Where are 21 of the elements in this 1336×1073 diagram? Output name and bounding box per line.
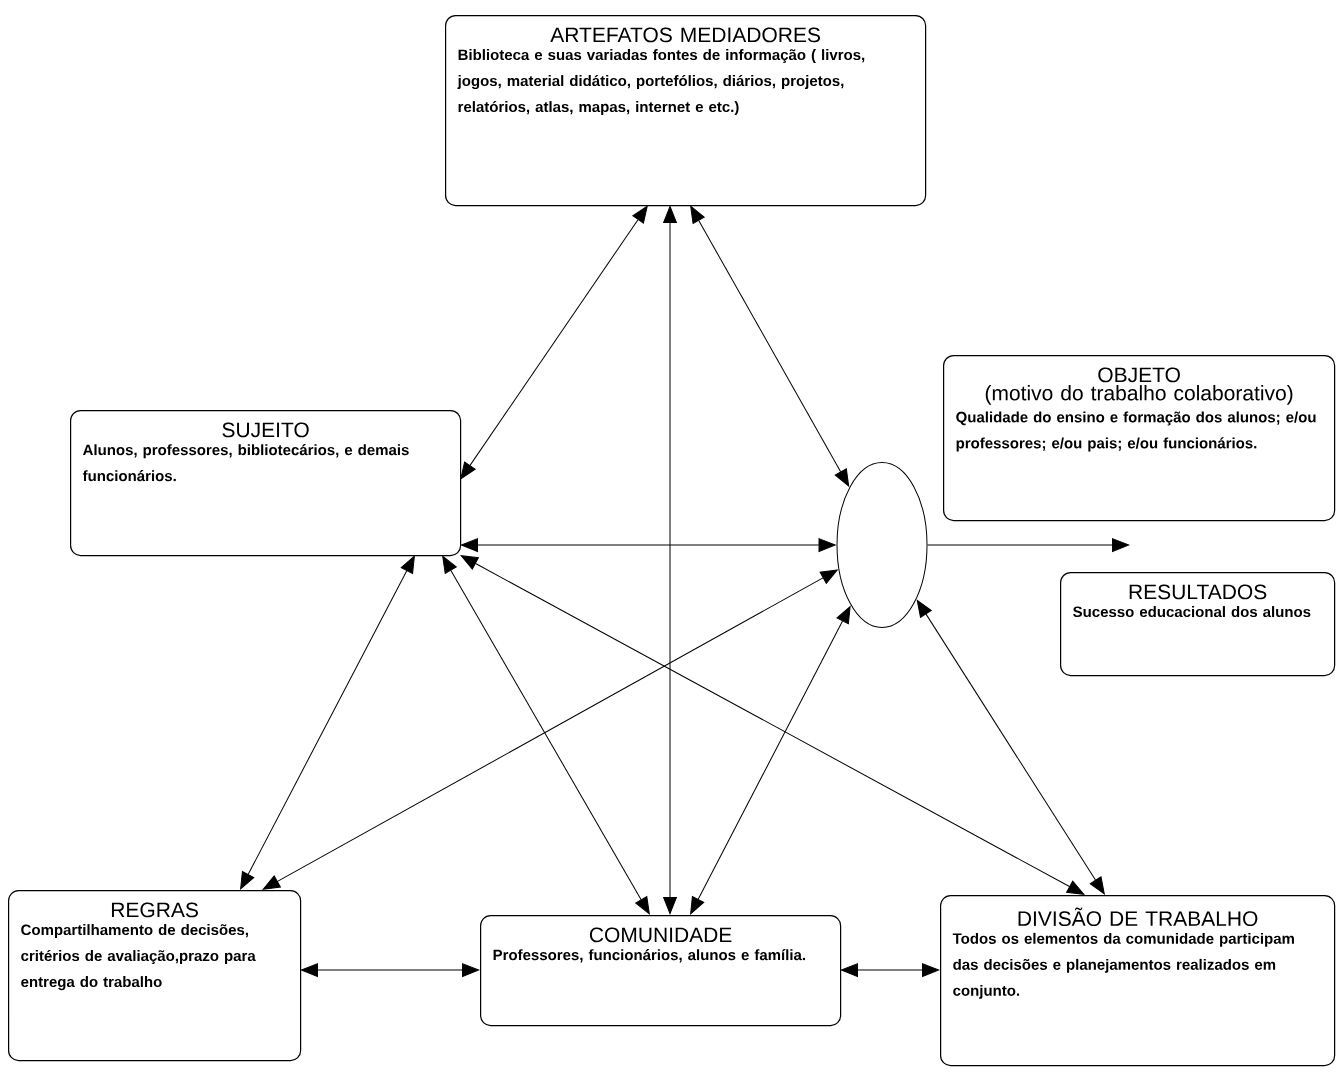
text-box: ARTEFATOS MEDIADORES Biblioteca e suas variadas fontes de informação ( livros, jogos, material didático, portefólios, diários, projetos, relatórios, atlas, mapas, internet e etc.) xyxy=(445,15,927,207)
double-arrow xyxy=(300,963,480,977)
double-arrow xyxy=(262,569,838,890)
double-arrow xyxy=(460,205,648,480)
double-arrow xyxy=(460,538,836,552)
double-arrow xyxy=(690,606,851,915)
double-arrow xyxy=(460,555,1085,895)
double-arrow xyxy=(916,599,1105,895)
text-box: SUJEITO Alunos, professores, bibliotecários, e demais funcionários. xyxy=(70,410,462,557)
ellipse xyxy=(836,462,928,628)
text-box: DIVISÃO DE TRABALHO Todos os elementos da comunidade participam das decisões e planejamentos realizados em conjunto. xyxy=(940,895,1336,1067)
double-arrow xyxy=(442,555,650,915)
text-box: REGRAS Compartilhamento de decisões, critérios de avaliação,prazo para entrega do trabalho xyxy=(8,890,302,1062)
double-arrow xyxy=(663,205,677,915)
double-arrow xyxy=(840,963,940,977)
double-arrow xyxy=(690,205,850,487)
double-arrow xyxy=(240,555,415,890)
text-box: OBJETO (motivo do trabalho colaborativo) Qualidade do ensino e formação dos alunos; e/ou professores; e/ou pais; e/ou funcionários. xyxy=(943,355,1336,522)
arrow xyxy=(927,538,1130,552)
text-box: RESULTADOS Sucesso educacional dos alunos xyxy=(1060,572,1336,677)
text-box: COMUNIDADE Professores, funcionários, alunos e família. xyxy=(480,915,842,1027)
